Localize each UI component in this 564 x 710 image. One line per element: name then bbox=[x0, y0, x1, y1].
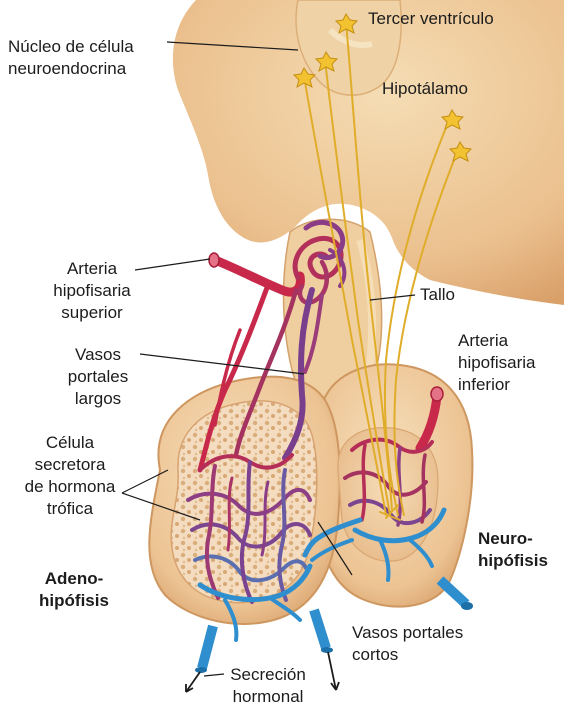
label-arteria-hipofisaria-inferior: Arteria hipofisaria inferior bbox=[458, 330, 536, 396]
label-arteria-hipofisaria-superior: Arteria hipofisaria superior bbox=[44, 258, 140, 324]
label-vasos-portales-cortos: Vasos portales cortos bbox=[352, 622, 463, 666]
label-vasos-portales-largos: Vasos portales largos bbox=[58, 344, 138, 410]
label-tercer-ventriculo: Tercer ventrículo bbox=[368, 8, 494, 30]
label-secrecion-hormonal: Secreción hormonal bbox=[218, 664, 318, 708]
label-tallo: Tallo bbox=[420, 284, 455, 306]
label-celula-secretora: Célula secretora de hormona trófica bbox=[14, 432, 126, 520]
label-nucleo-celula-neuroendocrina: Núcleo de célula neuroendocrina bbox=[8, 36, 134, 80]
label-adenohipofisis: Adeno- hipófisis bbox=[34, 568, 114, 612]
label-neurohipofisis: Neuro- hipófisis bbox=[478, 528, 548, 572]
label-hipotalamo: Hipotálamo bbox=[382, 78, 468, 100]
